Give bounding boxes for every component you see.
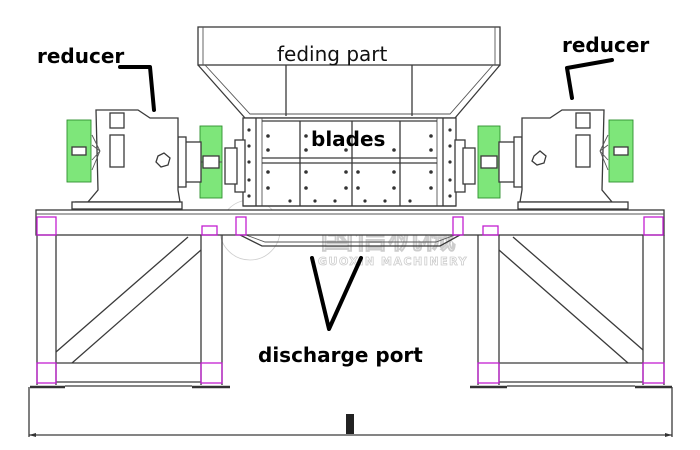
frame-joint	[452, 216, 464, 236]
overall-dimension-line	[28, 387, 673, 437]
frame-joint	[477, 362, 500, 384]
frame-joint	[235, 216, 247, 236]
label-blades: blades	[311, 127, 385, 151]
pointer-reducer-left	[118, 65, 156, 112]
pointer-reducer-right	[565, 58, 614, 100]
label-feeding-part: feding part	[277, 42, 388, 66]
dimension-value-marker	[346, 414, 354, 434]
pointer-discharge-port	[310, 256, 363, 331]
label-discharge-port: discharge port	[258, 343, 423, 367]
frame-joint	[201, 225, 218, 236]
watermark-english: GUOXIN MACHINERY	[318, 255, 468, 268]
support-frame	[30, 209, 672, 389]
feeding-hopper	[197, 26, 501, 119]
label-reducer-right: reducer	[562, 33, 649, 57]
frame-joint	[643, 216, 664, 236]
right-reducer	[519, 109, 614, 203]
frame-joint	[36, 216, 57, 236]
left-drive-assembly	[66, 109, 246, 210]
label-reducer-left: reducer	[37, 44, 124, 68]
frame-joint	[482, 225, 499, 236]
bolts	[247, 128, 452, 203]
frame-joint	[200, 362, 223, 384]
frame-joint	[36, 362, 57, 384]
left-reducer	[86, 109, 181, 203]
frame-joint	[642, 362, 665, 384]
right-drive-assembly	[454, 109, 634, 210]
